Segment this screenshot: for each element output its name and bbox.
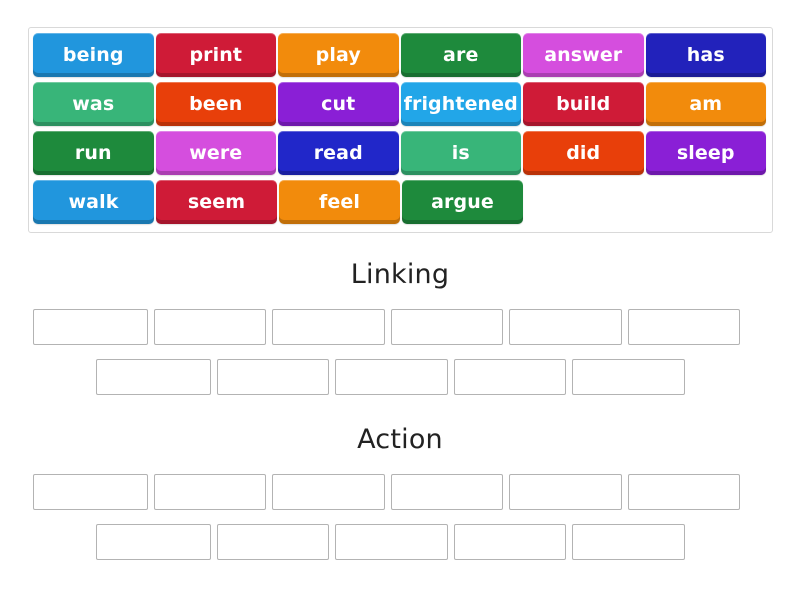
linking-row1-slot-5[interactable] [509, 309, 622, 345]
word-tile-read[interactable]: read [278, 131, 399, 175]
word-tile-seem[interactable]: seem [156, 180, 277, 224]
linking-row1-slot-4[interactable] [391, 309, 503, 345]
action-row1-slot-3[interactable] [272, 474, 385, 510]
action-slot-row-2[interactable] [96, 524, 691, 560]
action-row1-slot-4[interactable] [391, 474, 503, 510]
word-tile-has[interactable]: has [645, 33, 766, 77]
word-tile-sleep[interactable]: sleep [645, 131, 766, 175]
category-title-linking: Linking [350, 259, 450, 290]
action-row1-slot-1[interactable] [33, 474, 148, 510]
action-row2-slot-4[interactable] [454, 524, 566, 560]
word-tile-were[interactable]: were [155, 131, 276, 175]
linking-slot-row-1[interactable] [33, 309, 746, 345]
word-tile-cut[interactable]: cut [278, 82, 399, 126]
action-row2-slot-3[interactable] [335, 524, 448, 560]
linking-row2-slot-4[interactable] [454, 359, 566, 395]
word-tile-walk[interactable]: walk [33, 180, 154, 224]
linking-row1-slot-2[interactable] [154, 309, 266, 345]
word-tile-was[interactable]: was [33, 82, 154, 126]
linking-row2-slot-5[interactable] [572, 359, 685, 395]
word-tile-build[interactable]: build [523, 82, 644, 126]
word-tile-is[interactable]: is [400, 131, 521, 175]
category-title-action: Action [357, 424, 443, 455]
action-row1-slot-6[interactable] [628, 474, 740, 510]
action-row1-slot-5[interactable] [509, 474, 622, 510]
action-row2-slot-1[interactable] [96, 524, 211, 560]
word-tile-are[interactable]: are [400, 33, 521, 77]
action-slot-row-1[interactable] [33, 474, 746, 510]
word-tile-argue[interactable]: argue [402, 180, 523, 224]
action-row2-slot-5[interactable] [572, 524, 685, 560]
linking-row2-slot-2[interactable] [217, 359, 329, 395]
linking-row1-slot-1[interactable] [33, 309, 148, 345]
word-tile-answer[interactable]: answer [523, 33, 644, 77]
linking-row1-slot-6[interactable] [628, 309, 740, 345]
word-tile-play[interactable]: play [278, 33, 399, 77]
word-tile-am[interactable]: am [645, 82, 766, 126]
word-tile-print[interactable]: print [155, 33, 276, 77]
linking-row2-slot-3[interactable] [335, 359, 448, 395]
word-tile-frightened[interactable]: frightened [400, 82, 521, 126]
word-tile-run[interactable]: run [33, 131, 154, 175]
word-tile-being[interactable]: being [33, 33, 154, 77]
action-row1-slot-2[interactable] [154, 474, 266, 510]
linking-slot-row-2[interactable] [96, 359, 691, 395]
word-tile-been[interactable]: been [155, 82, 276, 126]
action-row2-slot-2[interactable] [217, 524, 329, 560]
linking-row2-slot-1[interactable] [96, 359, 211, 395]
linking-row1-slot-3[interactable] [272, 309, 385, 345]
word-tile-feel[interactable]: feel [279, 180, 400, 224]
word-tile-did[interactable]: did [523, 131, 644, 175]
